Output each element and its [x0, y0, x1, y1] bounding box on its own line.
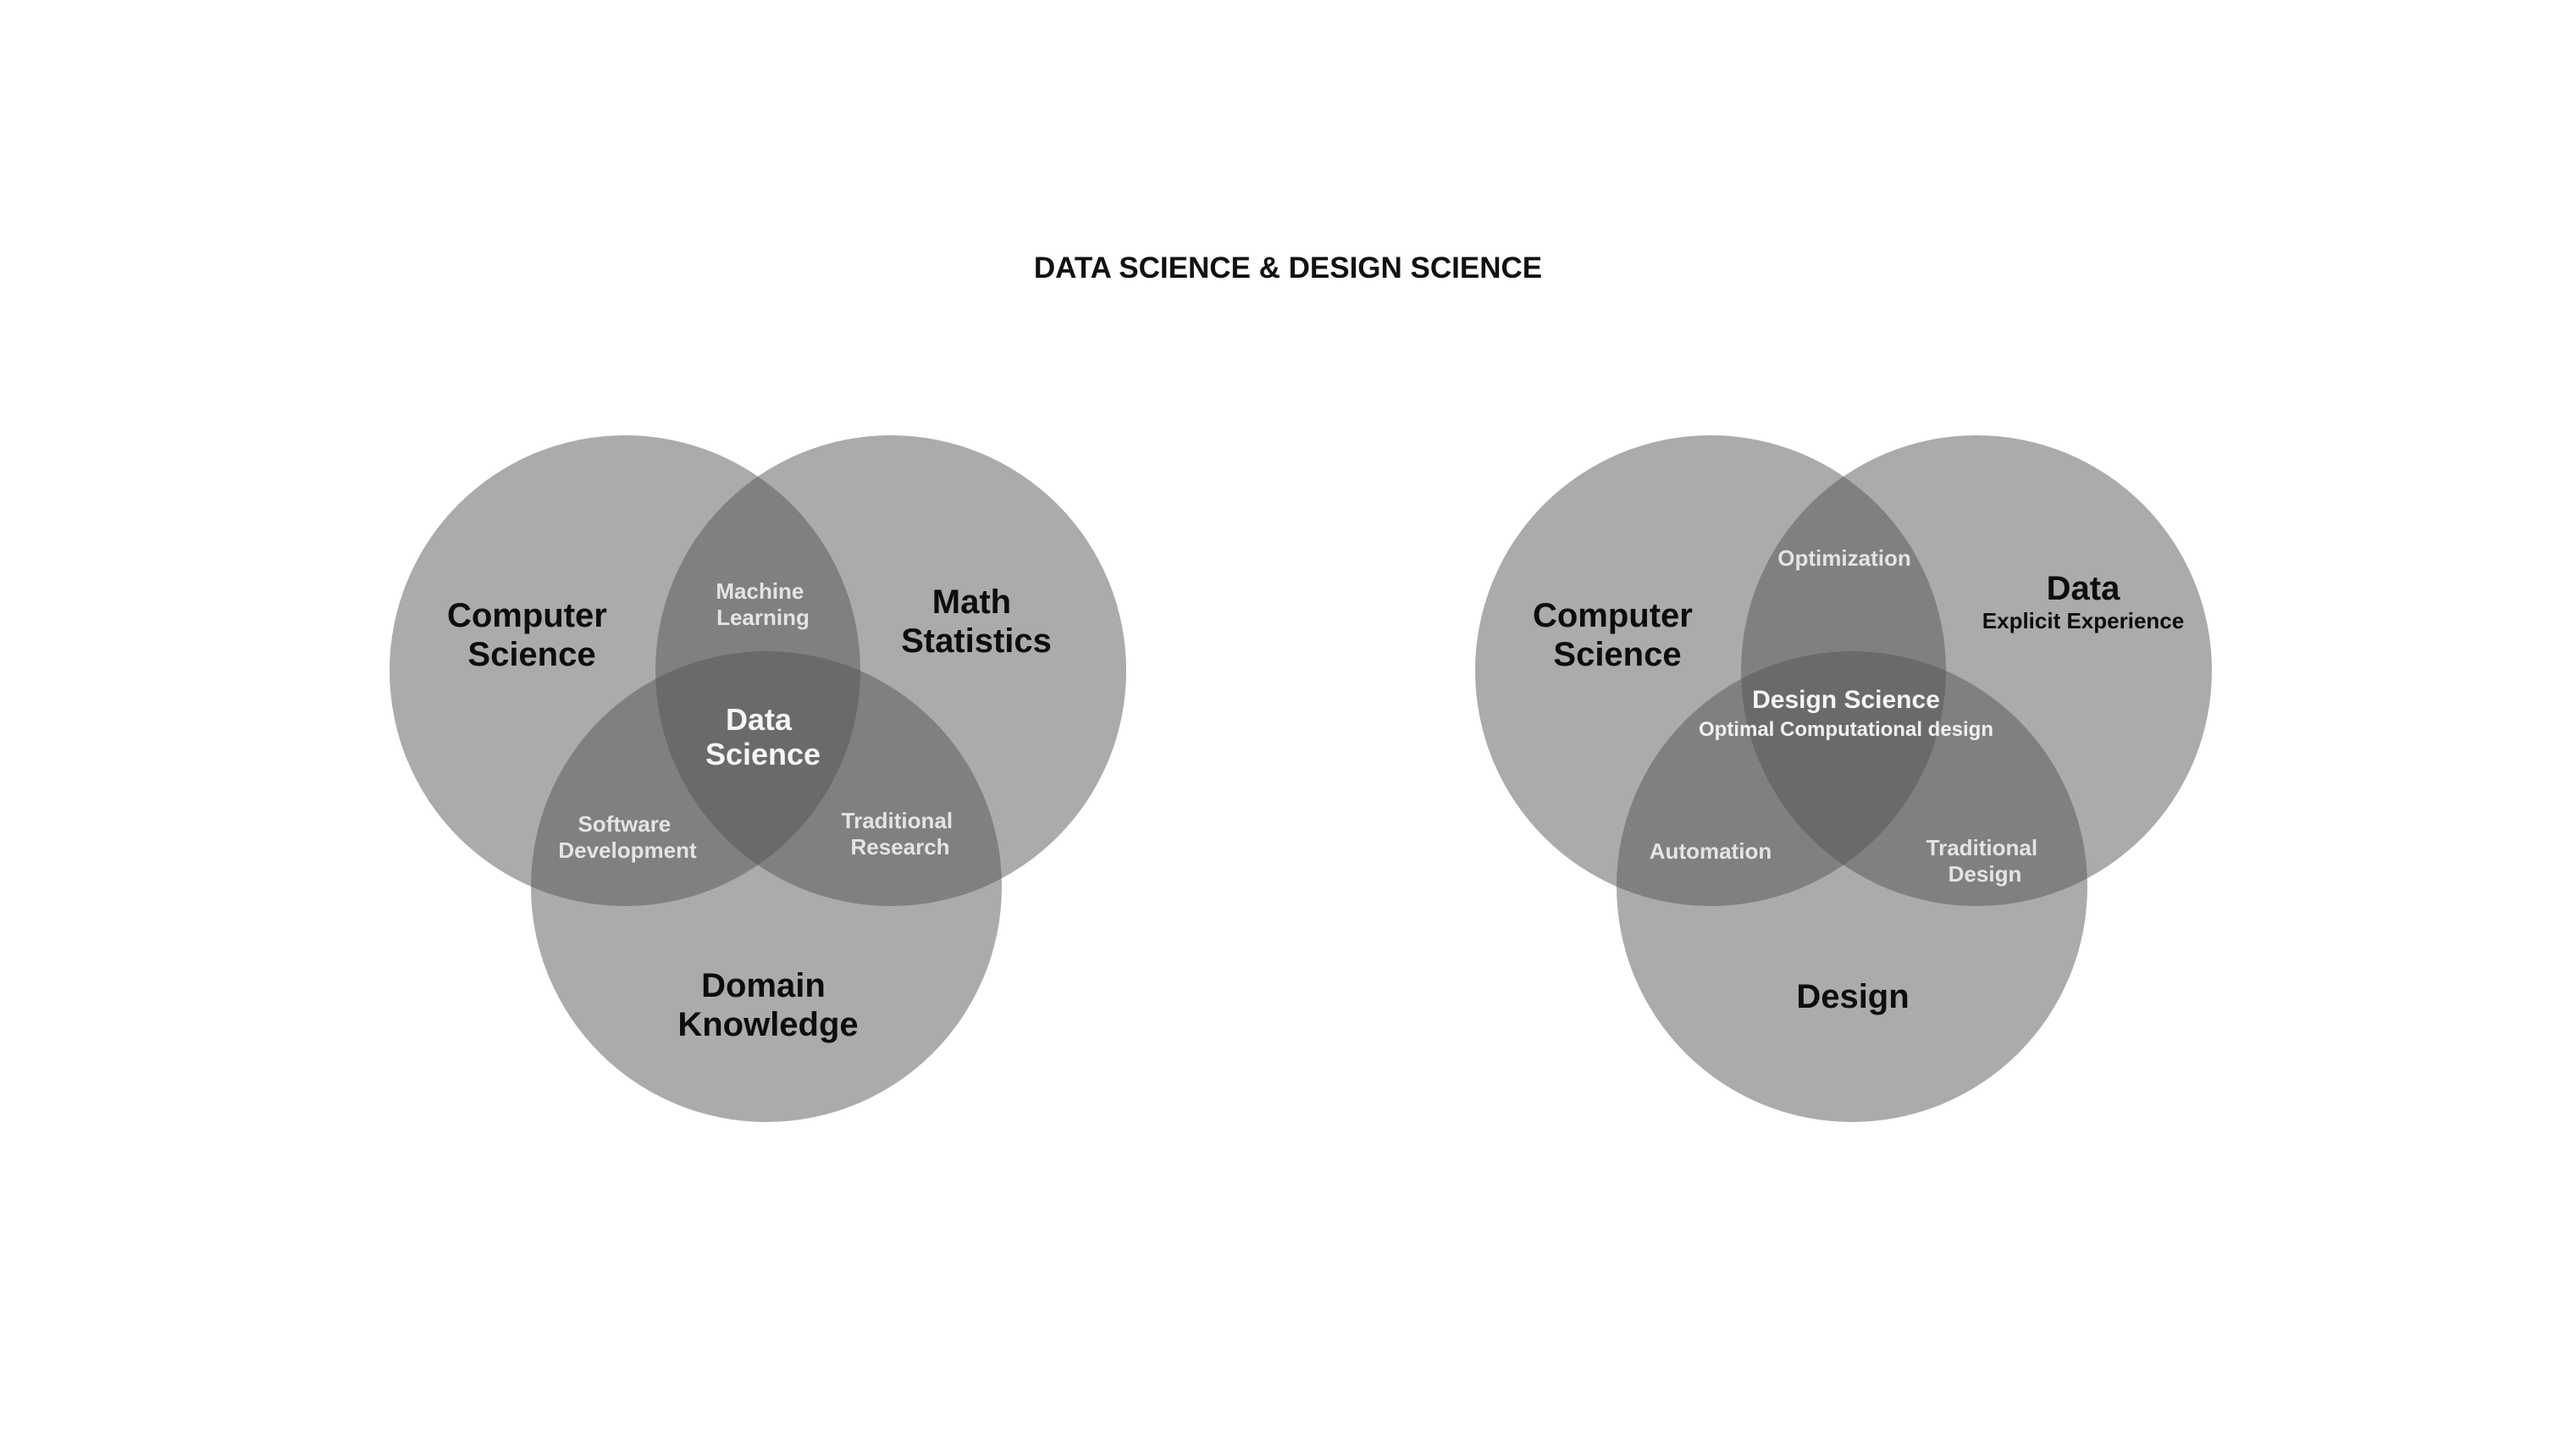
label-design-science: Design Science — [1752, 686, 1940, 714]
label-traditional-design: Traditional Design — [1926, 835, 2044, 887]
circle-computer-science-2 — [1475, 435, 1946, 906]
label-optimal-computational-design: Optimal Computational design — [1699, 718, 1993, 741]
label-automation: Automation — [1650, 838, 1772, 864]
label-machine-learning: Machine Learning — [716, 578, 810, 630]
label-computer-science-2: Computer Science — [1533, 597, 1702, 673]
venn-data-science: Computer Science Math Statistics Domain … — [390, 435, 1126, 1122]
label-optimization: Optimization — [1777, 545, 1910, 571]
venn-design-science: Computer Science Data Explicit Experienc… — [1475, 435, 2212, 1122]
label-design: Design — [1796, 978, 1909, 1015]
label-software-development: Software Development — [558, 811, 697, 863]
circle-data — [1741, 435, 2212, 906]
label-explicit-experience: Explicit Experience — [1982, 608, 2184, 633]
label-math-statistics: Math Statistics — [901, 583, 1052, 660]
label-domain-knowledge: Domain Knowledge — [677, 967, 858, 1043]
label-traditional-research: Traditional Research — [842, 808, 959, 860]
circle-design — [1617, 651, 2087, 1122]
page-title: DATA SCIENCE & DESIGN SCIENCE — [1034, 252, 1542, 285]
label-data: Data — [2047, 570, 2120, 607]
circle-math-statistics — [655, 435, 1126, 906]
label-data-science: Data Science — [705, 702, 821, 771]
label-computer-science: Computer Science — [447, 597, 616, 673]
circle-domain-knowledge — [531, 651, 1002, 1122]
circle-computer-science — [390, 435, 860, 906]
